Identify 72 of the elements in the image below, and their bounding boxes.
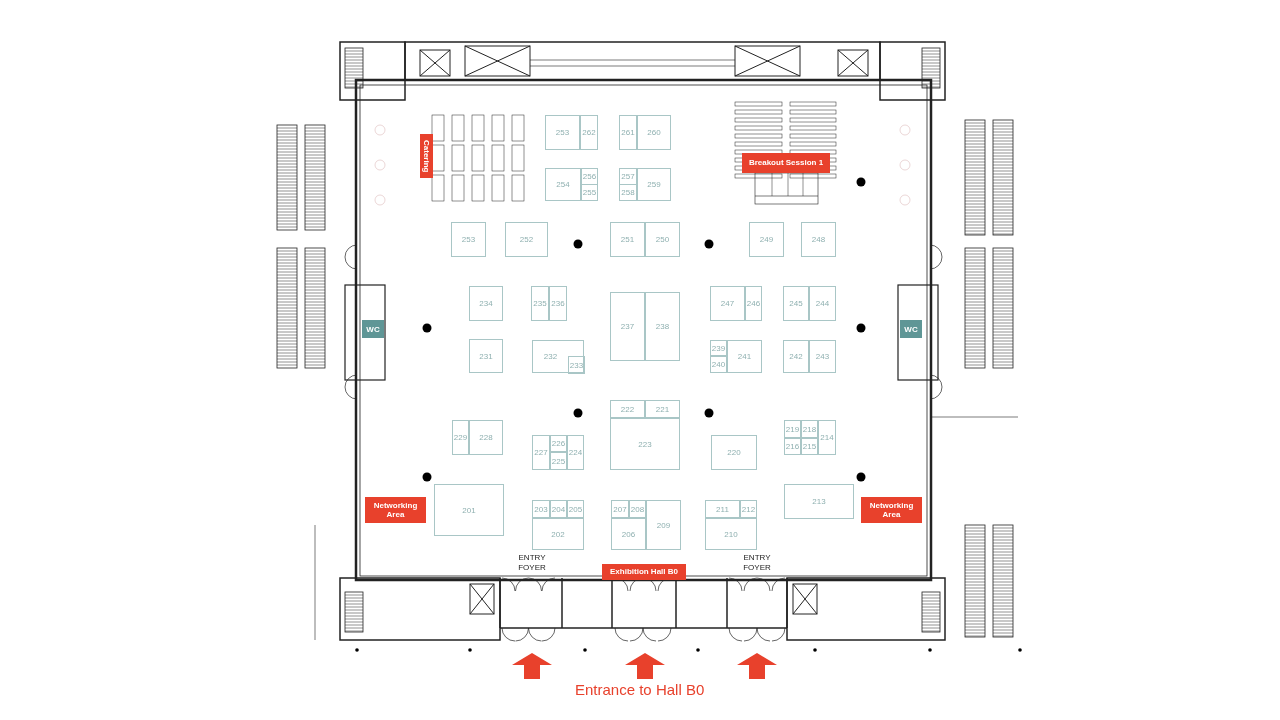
booth: 209 [646, 500, 681, 550]
booth: 243 [809, 340, 836, 373]
booth: 226 [550, 435, 567, 452]
booth: 213 [784, 484, 854, 519]
booth: 254 [545, 168, 581, 201]
booth: 224 [567, 435, 584, 470]
booth: 227 [532, 435, 550, 470]
booth: 256 [581, 168, 598, 185]
booth-number: 232 [542, 351, 559, 363]
booth: 259 [637, 168, 671, 201]
booth: 235 [531, 286, 549, 321]
area-sign: Catering [420, 134, 433, 178]
booth: 251 [610, 222, 645, 257]
booth: 241 [727, 340, 762, 373]
booth: 206 [611, 518, 646, 550]
booth: 231 [469, 339, 503, 373]
booth: 201 [434, 484, 504, 536]
booth: 249 [749, 222, 784, 257]
booth: 220 [711, 435, 757, 470]
booth: 237 [610, 292, 645, 361]
booth: 225 [550, 452, 567, 470]
booth: 246 [745, 286, 762, 321]
booth: 250 [645, 222, 680, 257]
booth: 253 [451, 222, 486, 257]
booth: 221 [645, 400, 680, 418]
booth: 239 [710, 340, 727, 356]
booth: 212 [740, 500, 757, 518]
caption: Entrance to Hall B0 [575, 681, 705, 698]
booth: 210 [705, 518, 757, 550]
booth: 216 [784, 438, 801, 455]
booth: 207 [611, 500, 629, 518]
booth: 252 [505, 222, 548, 257]
booth: 257 [619, 168, 637, 185]
area-sign: Breakout Session 1 [742, 153, 830, 173]
booth: 218 [801, 420, 818, 438]
area-label: ENTRY FOYER [517, 553, 547, 573]
booth: 240 [710, 356, 727, 373]
booth: 233 [568, 356, 585, 374]
booth: 245 [783, 286, 809, 321]
booth: 244 [809, 286, 836, 321]
booth: 234 [469, 286, 503, 321]
booth: 228 [469, 420, 503, 455]
booth: 253 [545, 115, 580, 150]
booth: 247 [710, 286, 745, 321]
booth: 215 [801, 438, 818, 455]
booth: 242 [783, 340, 809, 373]
booth: 223 [610, 418, 680, 470]
booth: 214 [818, 420, 836, 455]
area-sign: Exhibition Hall B0 [602, 564, 686, 580]
booth: 260 [637, 115, 671, 150]
booth: 255 [581, 184, 598, 201]
booth: 262 [580, 115, 598, 150]
booth: 205 [567, 500, 584, 518]
booth: 229 [452, 420, 469, 455]
booth: 258 [619, 184, 637, 201]
booth: 238 [645, 292, 680, 361]
booth [532, 340, 584, 373]
booth: 261 [619, 115, 637, 150]
booth: 204 [550, 500, 567, 518]
booth: 248 [801, 222, 836, 257]
area-sign: Networking Area [365, 497, 426, 523]
restroom-sign: WC [362, 320, 384, 338]
restroom-sign: WC [900, 320, 922, 338]
booth: 203 [532, 500, 550, 518]
booth: 219 [784, 420, 801, 438]
booth: 208 [629, 500, 646, 518]
booth: 202 [532, 518, 584, 550]
booth: 222 [610, 400, 645, 418]
area-label: ENTRY FOYER [742, 553, 772, 573]
booth: 211 [705, 500, 740, 518]
booth: 236 [549, 286, 567, 321]
area-sign: Networking Area [861, 497, 922, 523]
